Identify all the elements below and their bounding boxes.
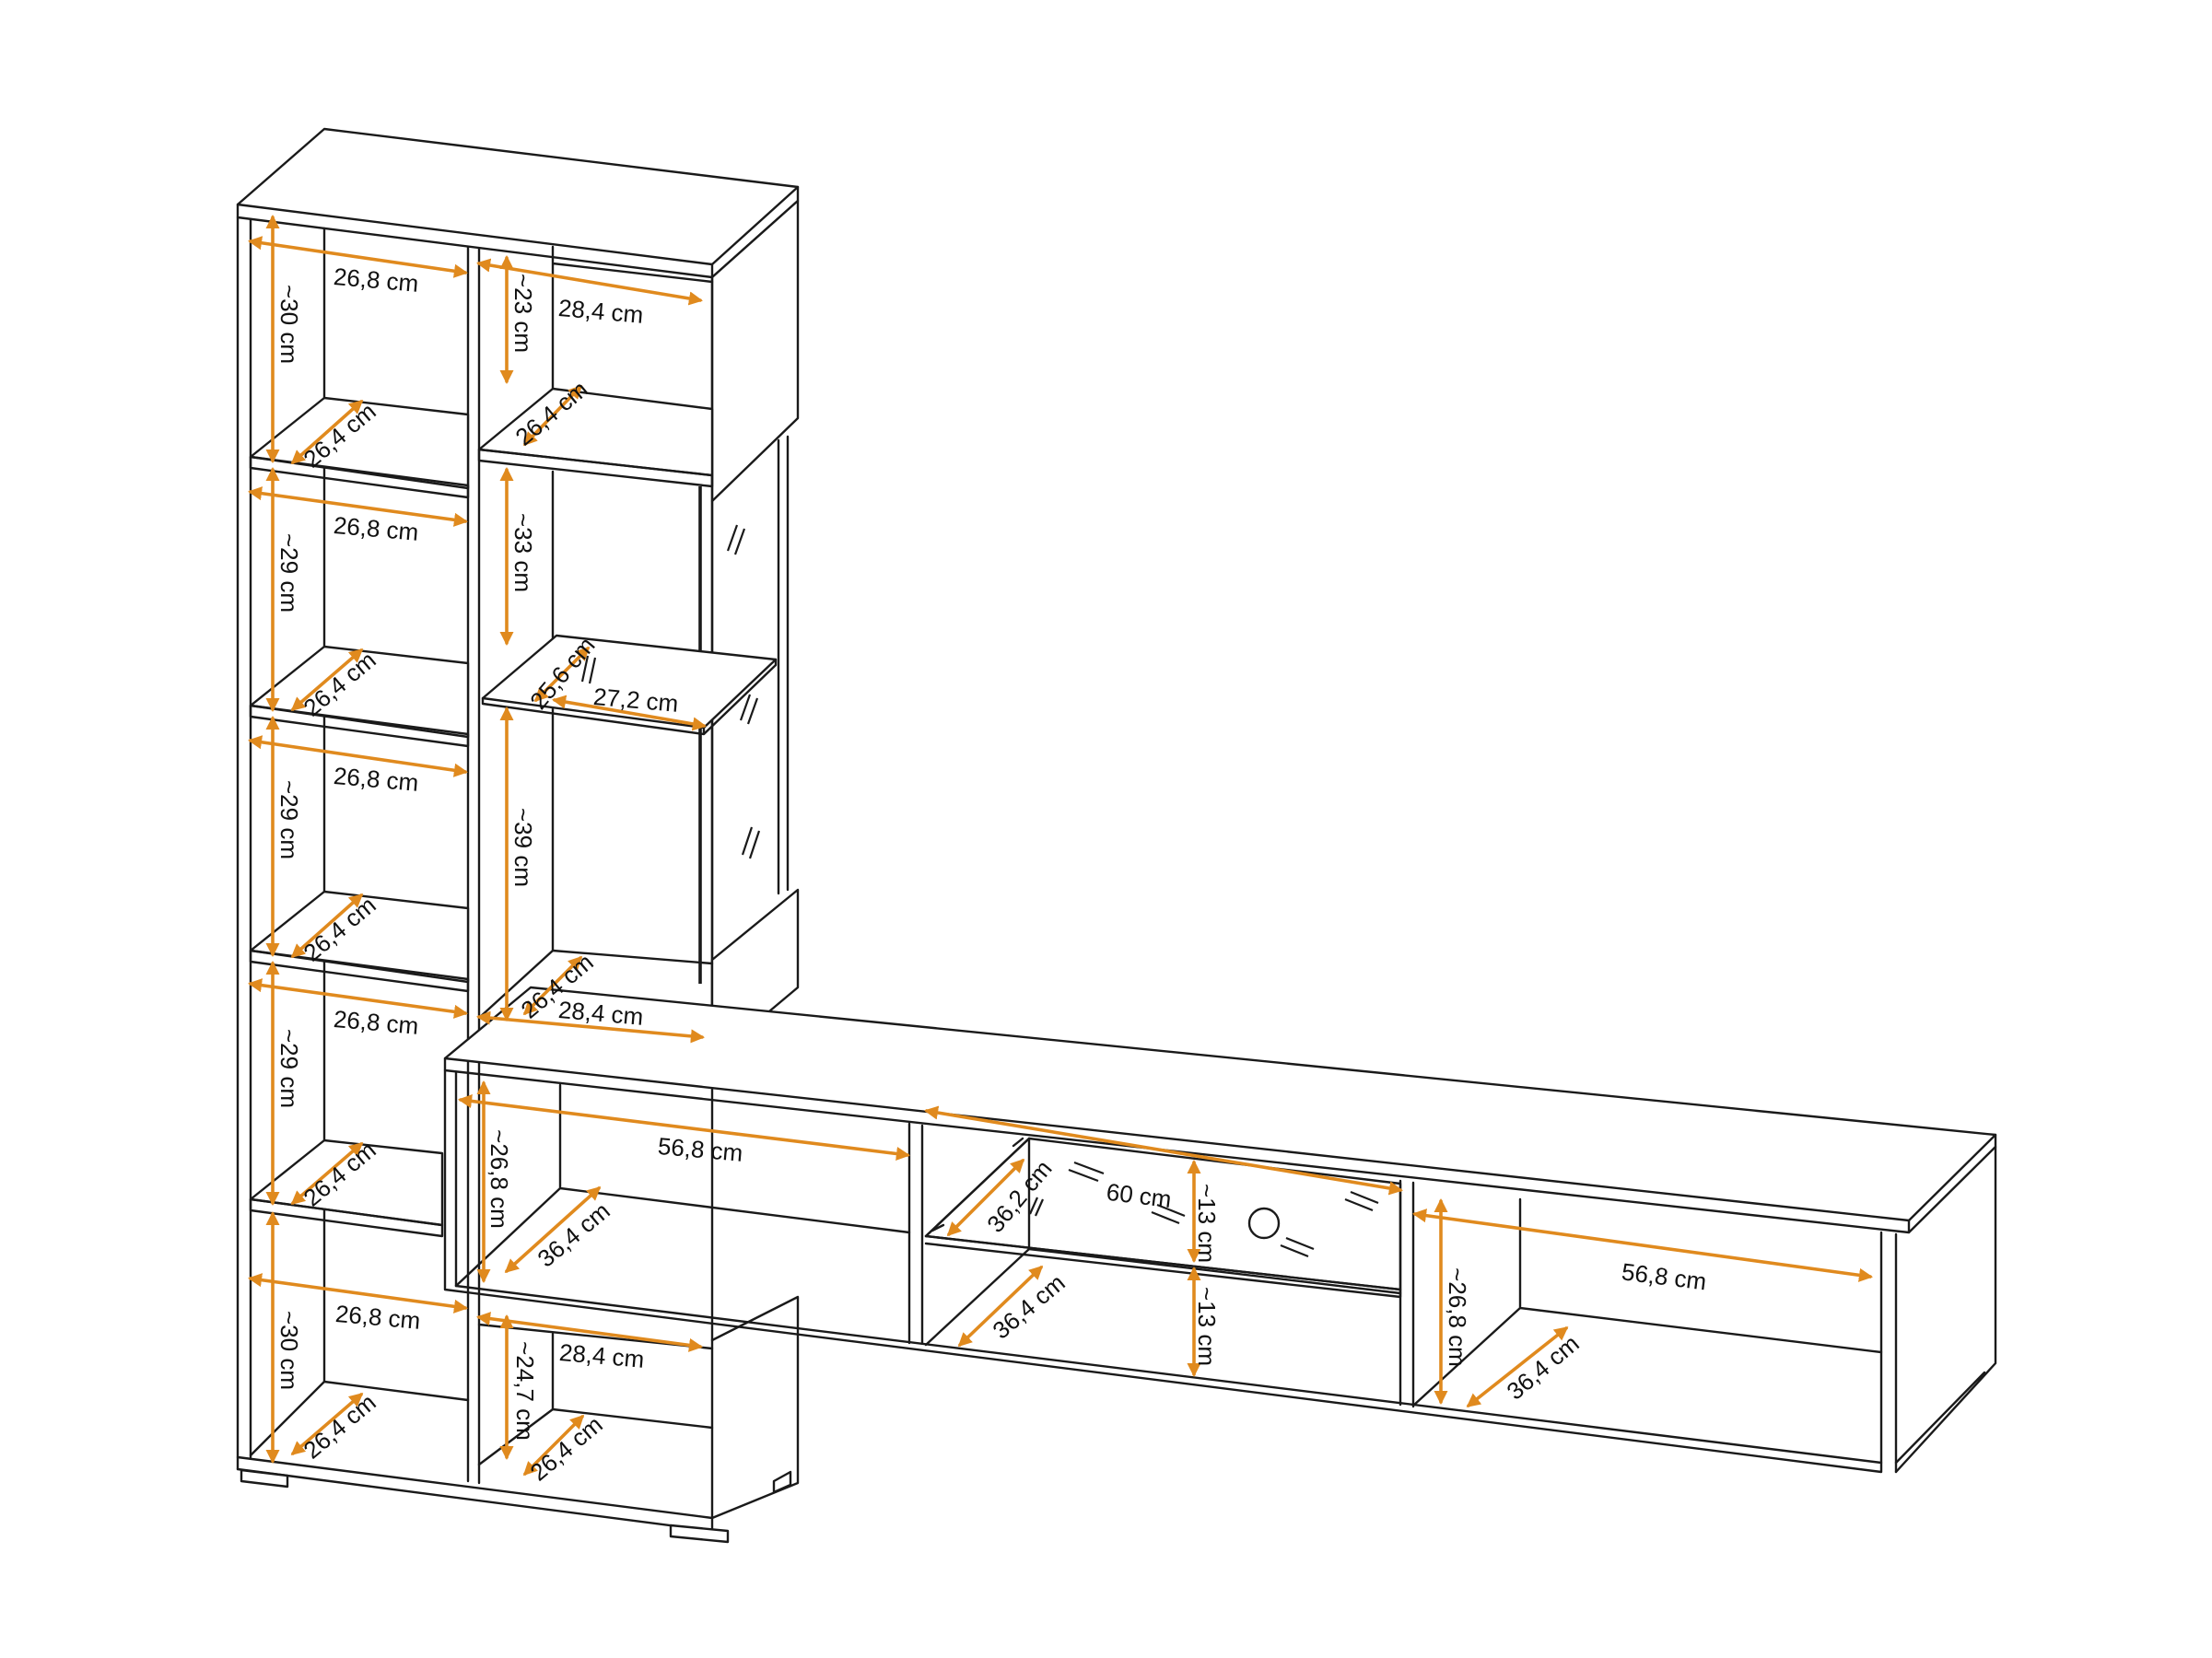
dimension-label: 36,4 cm <box>533 1197 615 1272</box>
dimension-arrow <box>957 1265 1044 1348</box>
dimension-13: ~30 cm <box>265 1210 303 1465</box>
tall-unit-feet <box>240 1468 792 1544</box>
dimension-arrow <box>290 1142 364 1205</box>
dimension-25: ~24,7 cm <box>499 1314 539 1461</box>
dimension-arrow <box>248 236 468 278</box>
dimension-label: 26,8 cm <box>334 1300 422 1335</box>
dimension-label: ~24,7 cm <box>511 1341 539 1441</box>
dimension-1: ~30 cm <box>265 214 303 464</box>
lower-right-box <box>710 1295 800 1520</box>
dimension-label: ~33 cm <box>509 513 537 592</box>
dimension-21: ~39 cm <box>499 706 537 1022</box>
dimension-23: 28,4 cm <box>475 996 706 1044</box>
dimension-36: ~26,8 cm <box>1434 1197 1471 1406</box>
dimension-arrow <box>248 978 468 1019</box>
dimension-label: ~29 cm <box>275 533 303 613</box>
dimension-29: 36,4 cm <box>504 1185 615 1274</box>
dimension-arrow <box>476 258 703 306</box>
dimension-arrow <box>290 1393 364 1455</box>
dimension-arrow <box>475 1010 706 1044</box>
dimension-label: ~30 cm <box>275 1311 303 1390</box>
dimension-label: 26,4 cm <box>298 1388 381 1464</box>
dimension-arrow <box>552 695 707 731</box>
dimension-4: ~29 cm <box>265 466 303 713</box>
dimension-label: 26,8 cm <box>333 762 420 797</box>
tall-unit-top <box>236 127 800 266</box>
dimension-label: 26,8 cm <box>333 263 420 298</box>
dimension-34: 36,4 cm <box>957 1265 1071 1348</box>
dimension-label: 36,4 cm <box>1502 1329 1585 1405</box>
dimension-label: ~29 cm <box>275 1029 303 1108</box>
dimension-10: ~29 cm <box>265 960 303 1207</box>
dimension-arrow <box>1466 1326 1569 1407</box>
dimension-label: 26,8 cm <box>333 1005 420 1040</box>
dimension-31: 36,2 cm <box>946 1155 1058 1238</box>
dimension-arrow <box>290 399 364 465</box>
dimension-label: ~13 cm <box>1193 1184 1221 1263</box>
dimension-arrow <box>924 1105 1403 1196</box>
dimension-label: 26,8 cm <box>333 511 420 546</box>
dimension-arrow <box>522 955 583 1016</box>
dimension-arrow <box>248 486 468 527</box>
dimension-label: 28,4 cm <box>558 1338 646 1373</box>
dimension-arrow <box>533 646 591 703</box>
dimension-27: 56,8 cm <box>457 1093 911 1167</box>
dimension-arrow <box>522 384 583 447</box>
dimension-7: ~29 cm <box>265 715 303 958</box>
dimension-18: ~33 cm <box>499 466 537 647</box>
tall-unit-middle-divider <box>466 245 481 1485</box>
dimension-12: 26,8 cm <box>248 1273 468 1335</box>
dimension-arrow <box>504 1185 602 1274</box>
dimension-arrow <box>290 893 364 959</box>
dimension-35: 56,8 cm <box>1412 1208 1873 1295</box>
dimension-label: ~26,8 cm <box>486 1129 513 1229</box>
dimension-arrow <box>522 1414 585 1477</box>
dimension-label: 60 cm <box>1105 1178 1173 1213</box>
lowboard-divider-1 <box>907 1122 924 1345</box>
dimension-label: ~39 cm <box>509 808 537 887</box>
dimension-arrow <box>457 1093 911 1162</box>
dimension-label: 56,8 cm <box>1621 1257 1708 1295</box>
lowboard-divider-2 <box>1399 1179 1415 1408</box>
dimension-label: ~29 cm <box>275 780 303 859</box>
tall-unit-left-post <box>236 216 252 1471</box>
dimension-arrow <box>248 1273 468 1314</box>
dimension-32: ~13 cm <box>1187 1159 1221 1264</box>
dimension-label: ~26,8 cm <box>1444 1267 1471 1367</box>
dimension-label: ~30 cm <box>275 285 303 364</box>
dimension-33: ~13 cm <box>1187 1266 1221 1378</box>
dimension-arrow <box>476 1312 703 1352</box>
dimension-label: ~23 cm <box>509 274 537 353</box>
dimension-label: 36,2 cm <box>981 1155 1057 1238</box>
dimension-label: 28,4 cm <box>557 294 645 329</box>
dimension-label: ~13 cm <box>1193 1287 1221 1366</box>
dimension-28: ~26,8 cm <box>476 1080 513 1284</box>
dimension-arrow <box>248 735 468 777</box>
dimension-15: 28,4 cm <box>476 258 703 329</box>
dimension-arrow <box>1412 1208 1873 1282</box>
dimension-arrow <box>946 1158 1025 1237</box>
dimension-label: 56,8 cm <box>657 1132 744 1167</box>
dimension-arrow <box>290 648 364 711</box>
dimension-16: ~23 cm <box>499 254 537 385</box>
